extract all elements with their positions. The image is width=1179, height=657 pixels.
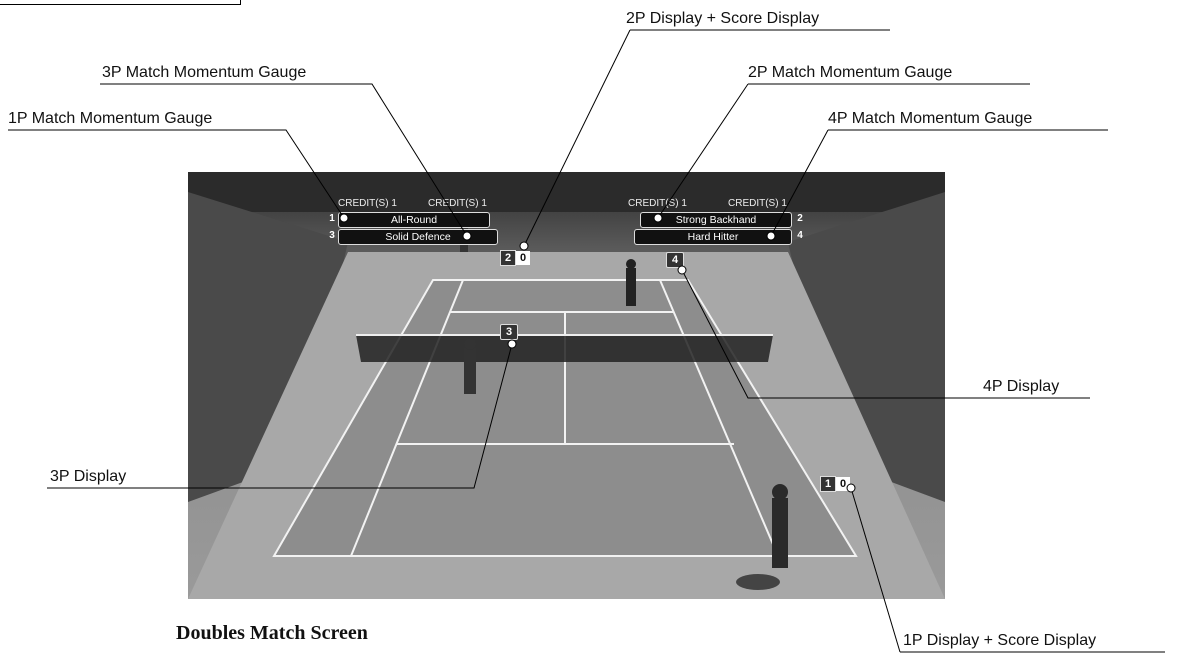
p1-momentum-gauge: All-Round xyxy=(338,212,490,228)
tennis-court xyxy=(188,172,945,599)
label-3p-display: 3P Display xyxy=(50,467,126,487)
label-2p-display-score: 2P Display + Score Display xyxy=(626,9,819,29)
label-3p-momentum-gauge: 3P Match Momentum Gauge xyxy=(102,63,306,83)
label-4p-display: 4P Display xyxy=(983,377,1059,397)
credit-2: CREDIT(S) 1 xyxy=(428,198,487,209)
p4-gauge-number: 4 xyxy=(794,229,806,243)
label-2p-momentum-gauge: 2P Match Momentum Gauge xyxy=(748,63,952,83)
p4-display: 4 xyxy=(666,252,684,268)
p3-display: 3 xyxy=(500,324,518,340)
p2-momentum-gauge: Strong Backhand xyxy=(640,212,792,228)
label-1p-display-score: 1P Display + Score Display xyxy=(903,631,1096,651)
p1-gauge-number: 1 xyxy=(326,212,338,226)
p2-number: 2 xyxy=(500,250,516,266)
p3-momentum-gauge: Solid Defence xyxy=(338,229,498,245)
figure-caption: Doubles Match Screen xyxy=(176,622,368,645)
p2-gauge-number: 2 xyxy=(794,212,806,226)
p2-score: 0 xyxy=(516,251,530,265)
label-4p-momentum-gauge: 4P Match Momentum Gauge xyxy=(828,109,1032,129)
game-screenshot: CREDIT(S) 1 CREDIT(S) 1 CREDIT(S) 1 CRED… xyxy=(188,172,945,599)
p4-momentum-gauge: Hard Hitter xyxy=(634,229,792,245)
p3-gauge-number: 3 xyxy=(326,229,338,243)
top-left-box-edge xyxy=(0,0,241,5)
credit-4: CREDIT(S) 1 xyxy=(728,198,787,209)
credit-3: CREDIT(S) 1 xyxy=(628,198,687,209)
p1-score: 0 xyxy=(836,477,850,491)
label-1p-momentum-gauge: 1P Match Momentum Gauge xyxy=(8,109,212,129)
p1-number: 1 xyxy=(820,476,836,492)
credit-1: CREDIT(S) 1 xyxy=(338,198,397,209)
